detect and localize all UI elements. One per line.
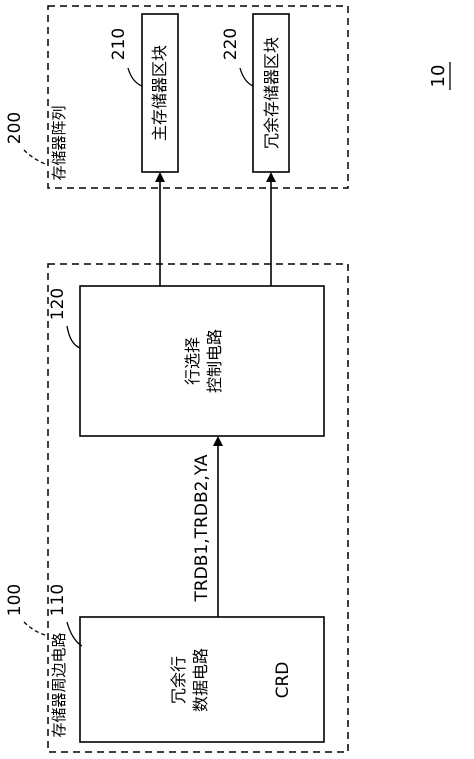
redundant-row-data-line1: 冗余行: [169, 656, 188, 704]
redundant-row-data-line2: 数据电路: [191, 648, 210, 712]
main-memory-block-label: 主存储器区块: [150, 45, 169, 141]
peripheral-circuit-label: 存储器周边电路: [50, 632, 68, 737]
redundant-row-data-abbr: CRD: [273, 662, 293, 699]
leader-210: [127, 67, 143, 87]
memory-array-region: [47, 5, 349, 189]
redundant-row-data-circuit: [79, 616, 325, 743]
ref-220: 220: [221, 28, 241, 60]
redundant-memory-block-label: 冗余存储器区块: [262, 37, 281, 149]
leader-200: [23, 149, 49, 166]
ref-120: 120: [48, 288, 68, 320]
ref-200: 200: [5, 112, 25, 144]
row-select-control-line1: 行选择: [183, 337, 202, 385]
row-select-control-line2: 控制电路: [205, 329, 224, 393]
ref-210: 210: [109, 28, 129, 60]
ref-100: 100: [5, 584, 25, 616]
signal-label: TRDB1,TRDB2,YA: [192, 454, 212, 602]
leader-100: [23, 621, 49, 637]
leader-220: [239, 67, 254, 87]
row-select-control-circuit: [79, 285, 325, 437]
memory-array-label: 存储器阵列: [50, 105, 68, 180]
peripheral-circuit-region: [47, 263, 349, 753]
ref-110: 110: [48, 584, 68, 616]
figure-number: 10: [428, 65, 449, 88]
leader-120: [66, 325, 81, 349]
leader-110: [66, 621, 83, 647]
